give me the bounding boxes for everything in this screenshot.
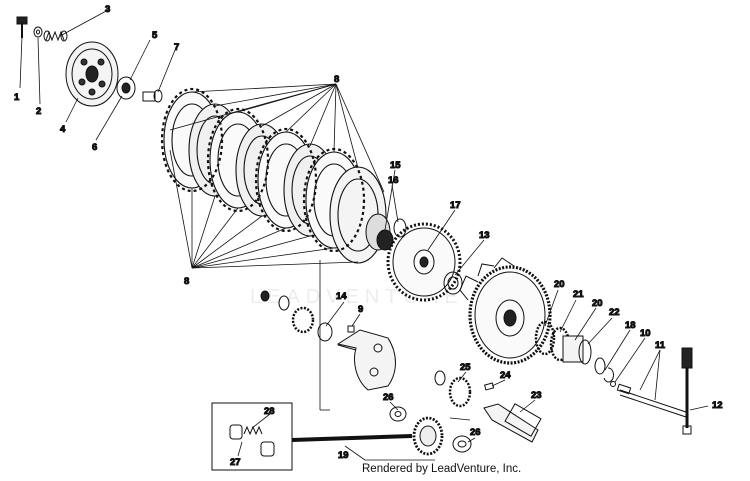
pump-gears-25-part: [434, 370, 472, 408]
bolt-part: [16, 16, 28, 38]
callout-20-lower: 20: [592, 298, 603, 309]
callout-3: 3: [105, 4, 110, 15]
callout-26-left: 26: [383, 392, 394, 403]
callout-24: 24: [500, 370, 511, 381]
countershaft-gears-part: [534, 320, 606, 375]
circlip-18-part: [603, 367, 614, 383]
washer-16-part: [393, 218, 407, 238]
callout-23: 23: [531, 390, 542, 401]
clutch-spring-part: [43, 30, 68, 42]
clutch-hub-part: [365, 213, 394, 251]
clutch-plate-stack: [160, 87, 387, 264]
pin-9-part: [347, 325, 355, 333]
callout-7: 7: [174, 42, 179, 53]
callout-15: 15: [390, 160, 401, 171]
callout-8-top: 8: [334, 74, 339, 85]
callout-27: 27: [230, 457, 241, 468]
callout-2: 2: [36, 106, 41, 117]
washer-left-part: [260, 290, 290, 311]
callout-4: 4: [60, 124, 66, 135]
callout-leaders: [19, 9, 709, 457]
callout-12: 12: [712, 400, 723, 411]
callout-11: 11: [655, 340, 666, 351]
callout-6: 6: [92, 142, 97, 153]
washer-26-right-part: [452, 435, 472, 453]
callout-17: 17: [450, 200, 461, 211]
balancer-gear-19-part: [412, 416, 444, 456]
bearing-part: [116, 76, 136, 100]
washer-26-left-part: [389, 406, 407, 422]
push-rod-piece-part: [142, 89, 163, 103]
callout-19-bracket: [319, 260, 471, 461]
pin-24-part: [484, 382, 495, 391]
callout-1: 1: [14, 92, 20, 103]
callout-13: 13: [479, 230, 490, 241]
oil-pump-cover-part: [336, 329, 396, 391]
callout-20-upper: 20: [554, 279, 565, 290]
oil-pump-body-23-part: [483, 403, 542, 443]
callout-25: 25: [460, 362, 471, 373]
ball-10-part: [610, 381, 616, 387]
clutch-drum-part: [386, 222, 462, 302]
callout-14: 14: [336, 291, 347, 302]
pump-drive-gear-14-part: [291, 306, 333, 342]
credit-text: Rendered by LeadVenture, Inc.: [362, 463, 522, 475]
inset-pointer-line: [291, 434, 413, 442]
callout-8-leaders: [169, 83, 385, 269]
callout-16: 16: [388, 175, 399, 186]
callout-10: 10: [640, 328, 651, 339]
primary-gear-housing-part: [459, 257, 552, 365]
release-lever-12-part: [681, 347, 693, 435]
callout-5: 5: [152, 30, 158, 41]
callout-8-bottom: 8: [184, 276, 189, 287]
inset-box-27-28: [211, 402, 293, 471]
callout-21: 21: [573, 289, 584, 300]
callout-labels: 1 2 3 4 5 6 7 8 8 9 10 11 12 13 14 15 16…: [14, 4, 724, 469]
callout-22: 22: [609, 307, 620, 318]
callout-28: 28: [264, 406, 275, 417]
callout-26-right: 26: [470, 427, 481, 438]
callout-18: 18: [625, 320, 636, 331]
washer-part: [33, 26, 43, 38]
callout-9: 9: [358, 304, 363, 315]
watermark: LEADVENTURE: [250, 286, 464, 308]
thrust-washer-13-part: [443, 271, 463, 295]
pressure-plate-part: [65, 41, 119, 107]
callout-19: 19: [338, 450, 349, 461]
push-rod-11-part: [616, 383, 687, 418]
